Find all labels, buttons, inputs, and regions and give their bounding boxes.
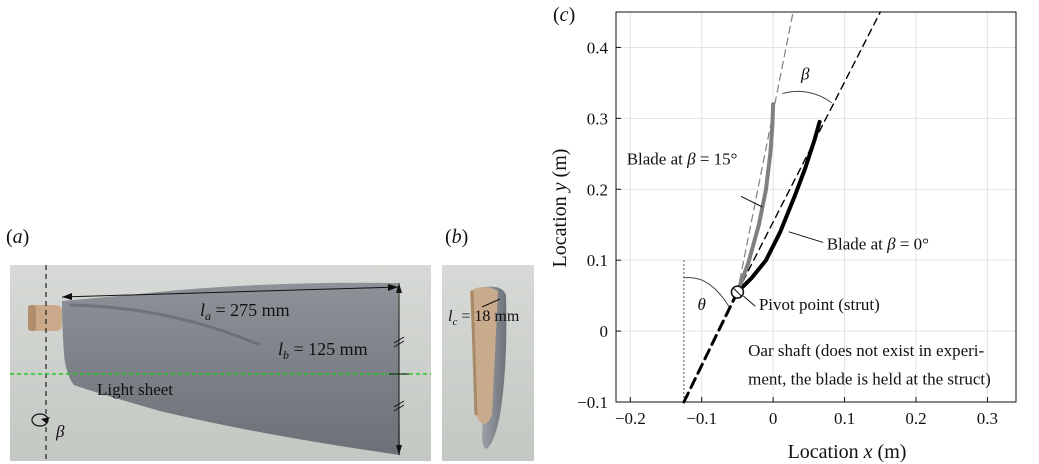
y-tick-label: 0 (600, 322, 609, 341)
x-tick-label: 0.1 (834, 409, 855, 428)
blade-beta-15-curve (735, 102, 776, 295)
beta-label-a: β (55, 422, 65, 441)
y-tick-label: 0.2 (587, 180, 608, 199)
blade-15-leader (740, 195, 763, 208)
oar-collar (28, 305, 62, 331)
light-sheet-label: Light sheet (97, 380, 173, 399)
oar-blade (62, 282, 400, 455)
la-label: la = 275 mm (200, 300, 290, 323)
plot-frame (615, 11, 1017, 403)
oar-shaft-label-line2: ment, the blade is held at the struct) (748, 369, 991, 388)
panel-c-label: (c) (553, 4, 576, 26)
chart-ticks: −0.2 −0.1 0 0.1 0.2 0.3 −0.1 0 0.1 0.2 0.3 0.4 (577, 38, 998, 428)
y-tick-label: 0.3 (587, 109, 608, 128)
panel-c-chart: −0.2 −0.1 0 0.1 0.2 0.3 −0.1 0 0.1 0.2 0.3 0.4 β θ Bl… (549, 11, 1017, 463)
pivot-leader (743, 295, 756, 307)
x-tick-label: −0.2 (615, 409, 646, 428)
pivot-marker-cross (733, 287, 742, 297)
collar-side (470, 287, 498, 424)
pivot-label: Pivot point (strut) (759, 295, 880, 314)
blade-beta-0-curve (735, 119, 822, 295)
x-axis-label: Location x (m) (788, 441, 907, 463)
blade-ridge (69, 303, 261, 347)
beta-angle-arc (782, 90, 833, 104)
y-tick-label: −0.1 (577, 393, 608, 412)
panel-a-label: (a) (6, 226, 30, 248)
oar-shaft-label-line1: Oar shaft (does not exist in experi- (748, 341, 984, 360)
theta-angle-label: θ (698, 295, 706, 314)
y-tick-label: 0.1 (587, 251, 608, 270)
blade-0-label: Blade at β = 0° (827, 235, 929, 254)
x-tick-label: 0.3 (977, 409, 998, 428)
panel-b-label: (b) (445, 226, 469, 248)
panel-a-figure: la = 275 mm lb = 125 mm Light sheet β (10, 265, 431, 461)
blade-0-leader (788, 231, 824, 243)
chart-annotations: β θ Blade at β = 15° Blade at β = 0° Pivot p… (627, 64, 991, 388)
chart-series (682, 102, 822, 404)
beta-angle-label: β (800, 64, 810, 83)
y-tick-label: 0.4 (587, 38, 609, 57)
y-axis-label: Location y (m) (549, 149, 571, 268)
lb-label: lb = 125 mm (278, 339, 368, 362)
oar-shaft-line (682, 290, 739, 404)
theta-angle-arc (683, 277, 730, 307)
blade-15-label: Blade at β = 15° (627, 149, 738, 168)
x-tick-label: 0 (769, 409, 778, 428)
beta-15-axis-line (736, 11, 794, 293)
x-tick-label: −0.1 (686, 409, 717, 428)
panel-b-figure: lc = 18 mm (442, 265, 534, 461)
lc-label: lc = 18 mm (448, 308, 520, 328)
x-tick-label: 0.2 (905, 409, 926, 428)
